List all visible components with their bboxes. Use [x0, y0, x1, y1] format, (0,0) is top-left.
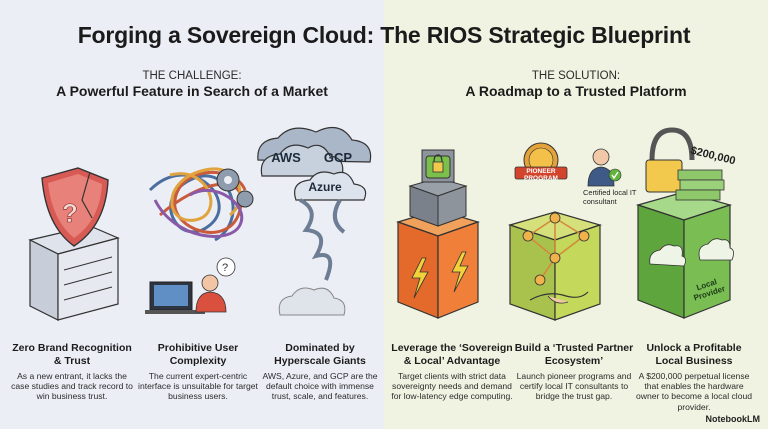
castle-block-icon: [396, 149, 480, 319]
aws-label: AWS: [271, 150, 301, 165]
svg-text:?: ?: [62, 198, 78, 228]
solution-headline: A Roadmap to a Trusted Platform: [465, 83, 687, 99]
item-desc: Launch pioneer programs and certify loca…: [516, 371, 632, 402]
tangled-wires-icon: ?: [145, 167, 254, 314]
hyperscale-clouds-icon: [257, 126, 372, 316]
item-title: Build a ‘Trusted Partner Ecosystem’: [514, 342, 634, 367]
item-title: Prohibitive User Complexity: [157, 342, 239, 367]
page-title: Forging a Sovereign Cloud: The RIOS Stra…: [77, 22, 691, 48]
pioneer-badge: PIONEER PROGRAM: [524, 168, 558, 182]
gcp-label: GCP: [323, 150, 353, 165]
item-title: Zero Brand Recognition & Trust: [12, 342, 132, 367]
brand-logo: NotebookLM: [705, 414, 761, 424]
consultant-label: Certified local IT consultant: [583, 188, 637, 206]
svg-text:?: ?: [222, 262, 228, 274]
azure-label: Azure: [308, 180, 342, 194]
item-desc: As a new entrant, it lacks the case stud…: [11, 371, 133, 402]
challenge-kicker: THE CHALLENGE:: [142, 70, 242, 82]
solution-kicker: THE SOLUTION:: [531, 70, 621, 82]
item-desc: The current expert-centric interface is …: [138, 371, 258, 402]
item-title: Unlock a Profitable Local Business: [646, 342, 742, 367]
item-title: Dominated by Hyperscale Giants: [274, 342, 366, 367]
item-desc: A $200,000 perpetual license that enable…: [635, 371, 753, 412]
item-title: Leverage the ‘Sovereign & Local’ Advanta…: [391, 342, 513, 367]
local-business-icon: [635, 127, 734, 319]
money-stack-icon: [675, 169, 725, 201]
item-desc: Target clients with strict data sovereig…: [391, 371, 513, 402]
item-desc: AWS, Azure, and GCP are the default choi…: [262, 371, 378, 402]
partner-network-icon: [507, 142, 622, 321]
server-shield-icon: ?: [28, 167, 120, 321]
challenge-headline: A Powerful Feature in Search of a Market: [56, 83, 328, 99]
